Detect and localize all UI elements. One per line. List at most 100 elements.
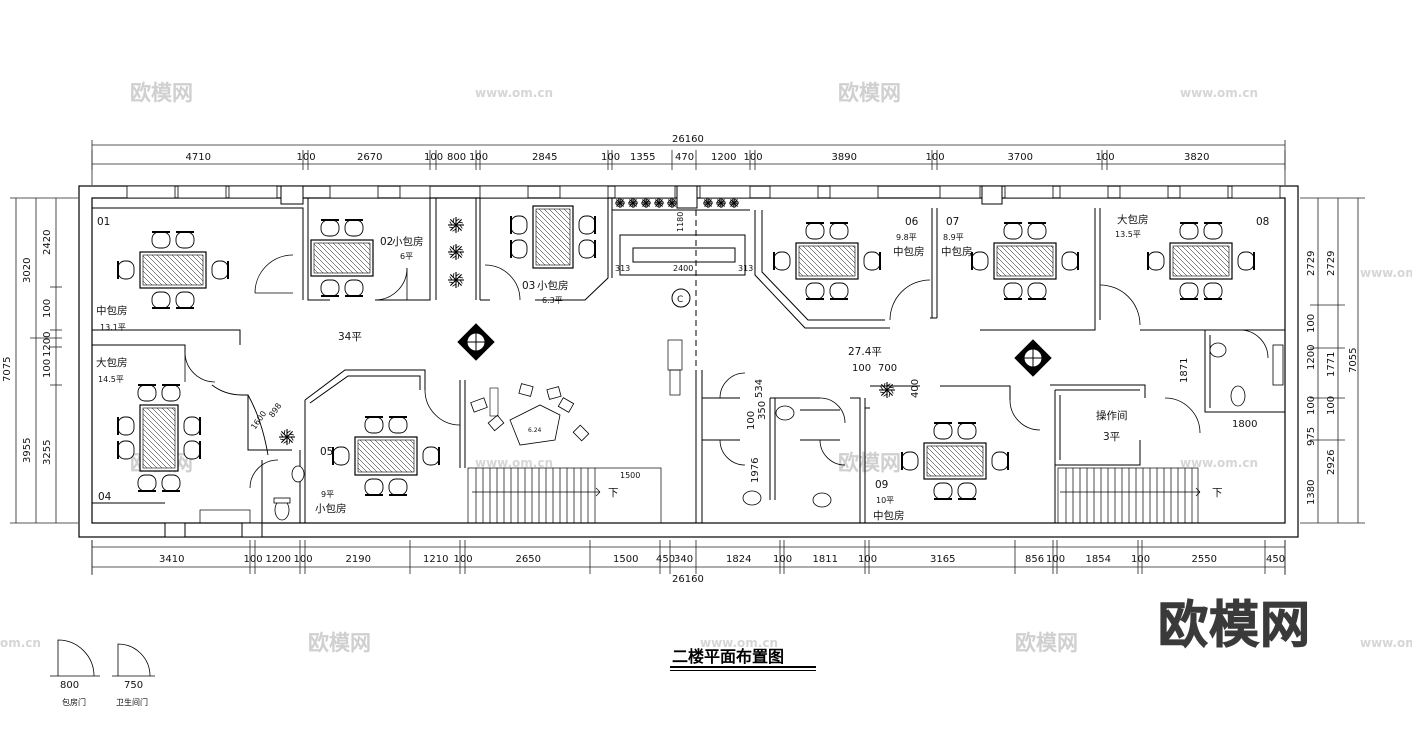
watermark-url: om.cn (0, 636, 41, 650)
bottom-dimension: 100 (858, 554, 877, 565)
room-number: 09 (875, 479, 888, 491)
legend-door-width: 800 (60, 680, 79, 691)
dim-label: 1800 (1232, 419, 1257, 430)
plant-icon (729, 198, 739, 208)
room-number: 05 (320, 446, 333, 458)
svg-text:6.24: 6.24 (528, 427, 542, 434)
bottom-dimension-chain (91, 540, 1286, 575)
dim-label: 1871 (1179, 358, 1190, 383)
watermarks: 欧模网 www.om.cn 欧模网 www.om.cn 欧模网 www.om.c… (0, 81, 1412, 655)
table-room-01 (117, 231, 229, 309)
top-dimension: 2670 (357, 152, 382, 163)
operation-room-label: 操作间 (1096, 409, 1128, 422)
left-dimension: 2420 (42, 230, 53, 255)
watermark-url: www.om.cn (1360, 636, 1412, 650)
bottom-dimension: 3165 (930, 554, 955, 565)
dim-label: 313 (738, 264, 753, 273)
bottom-dimension: 1854 (1086, 554, 1111, 565)
top-dimension: 100 (926, 152, 945, 163)
top-dimension: 2845 (532, 152, 557, 163)
left-dimension: 100 (42, 299, 53, 318)
dim-label: 2400 (673, 264, 693, 273)
bottom-dimension: 100 (454, 554, 473, 565)
right-dimension: 2729 (1326, 251, 1337, 276)
internal-dimensions: 1871 1800 1976 100 100 534 350 700 400 1… (615, 212, 1257, 483)
table-room-08 (1147, 222, 1255, 300)
room-name: 小包房 (315, 502, 347, 515)
doors (184, 254, 1269, 489)
bottom-dimension: 1200 (266, 554, 291, 565)
bottom-dimension: 856 (1025, 554, 1044, 565)
room-area: 13.5平 (1115, 230, 1141, 239)
room-name: 小包房 (392, 235, 424, 248)
bottom-dimension: 1824 (726, 554, 751, 565)
toilets (273, 342, 1284, 521)
top-dimension: 800 (447, 152, 466, 163)
dim-label: 100 (746, 411, 757, 430)
watermark-logo: 欧模网 (838, 451, 901, 475)
top-dimension: 4710 (186, 152, 211, 163)
watermark-url: www.om.cn (1180, 456, 1258, 470)
top-dimension: 470 (675, 152, 694, 163)
bottom-dimension: 100 (773, 554, 792, 565)
plant-icon (615, 198, 625, 208)
bottom-dimension: 2550 (1192, 554, 1217, 565)
room-name: 小包房 (537, 279, 569, 292)
plant-icon (279, 429, 295, 445)
top-dimension: 100 (1096, 152, 1115, 163)
top-dimension: 100 (469, 152, 488, 163)
top-dimension: 1355 (630, 152, 655, 163)
bottom-dimension: 1500 (613, 554, 638, 565)
bottom-dimension: 100 (294, 554, 313, 565)
watermark-url: www.om.cn (1180, 86, 1258, 100)
dim-label: 313 (615, 264, 630, 273)
watermark-logo: 欧模网 (1015, 631, 1078, 655)
plant-icon (628, 198, 638, 208)
room-name: 中包房 (941, 245, 973, 258)
top-dimension: 100 (744, 152, 763, 163)
stairs-right (1057, 467, 1201, 524)
plant-icon (716, 198, 726, 208)
plant-icon (879, 382, 895, 398)
left-dimension: 3255 (42, 440, 53, 465)
watermark-url: www.om.cn (1360, 266, 1412, 280)
watermark-url: www.om.cn (700, 636, 778, 650)
dim-label: 534 (754, 379, 765, 398)
bottom-dimension: 340 (674, 554, 693, 565)
room-area: 9.8平 (896, 233, 917, 242)
section-marker-label: C (677, 295, 683, 305)
bottom-dimension: 1210 (423, 554, 448, 565)
left-dimension: 7075 (2, 357, 13, 382)
curved-partition (211, 384, 269, 456)
watermark-logo: 欧模网 (838, 81, 901, 105)
right-dimension: 2926 (1326, 450, 1337, 475)
bottom-total-dimension: 26160 (672, 574, 704, 585)
plant-icon (448, 217, 464, 233)
top-dimension: 100 (424, 152, 443, 163)
stairs-down-label: 下 (608, 487, 619, 499)
table-room-05 (332, 416, 440, 496)
top-dimension: 1200 (711, 152, 736, 163)
legend-door-label: 卫生间门 (116, 697, 148, 707)
top-dimension: 3890 (832, 152, 857, 163)
drawing-title: 二楼平面布置图 (672, 647, 785, 666)
service-counter (667, 339, 683, 371)
top-dimension-chain (91, 140, 1286, 185)
plant-icon (703, 198, 713, 208)
top-dimension: 100 (297, 152, 316, 163)
right-dimension: 7055 (1348, 348, 1359, 373)
brand-logo: 欧模网 (1158, 596, 1311, 655)
room-number: 01 (97, 216, 110, 228)
service-counter (669, 369, 681, 396)
interior-walls (92, 198, 1285, 523)
bottom-dimension: 450 (1266, 554, 1285, 565)
title-underline (670, 666, 816, 668)
right-dimension: 2729 (1306, 251, 1317, 276)
room-area: 9平 (321, 490, 334, 499)
room-area: 6平 (400, 252, 413, 261)
room-area: 8.9平 (943, 233, 964, 242)
room-area: 10平 (876, 496, 894, 505)
right-dimension: 1380 (1306, 480, 1317, 505)
